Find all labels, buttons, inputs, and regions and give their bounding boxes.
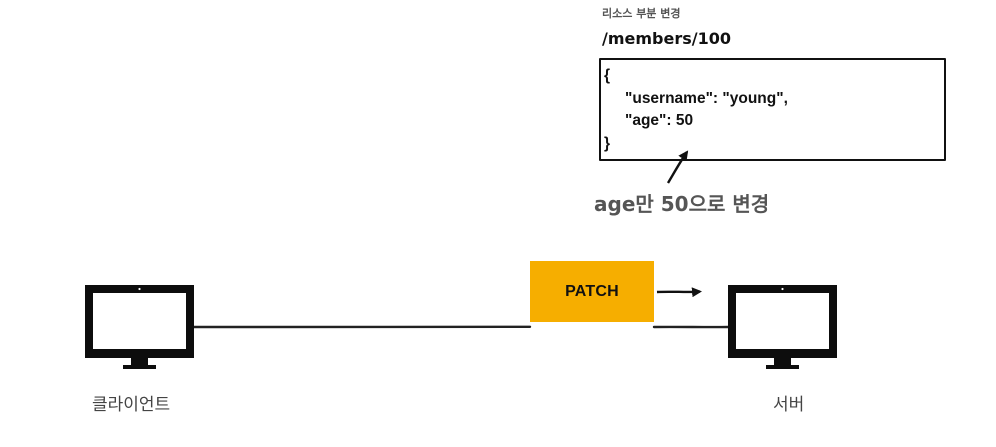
client-label: 클라이언트 [92,395,171,415]
json-close-brace: } [604,135,611,152]
request-body-box: { "username": "young", "age": 50 } [599,58,946,161]
json-username-line: "username": "young", [625,90,788,107]
method-label: PATCH [565,282,619,300]
json-age-value: 50 [675,112,694,129]
annotation-arrow [666,150,689,184]
server-computer-icon [728,285,837,369]
method-box: PATCH [530,261,654,322]
json-open-brace: { [604,67,611,84]
client-computer-icon [85,285,194,369]
resource-path: /members/100 [602,29,731,48]
section-label: 리소스 부분 변경 [602,7,681,20]
json-age-line: "age": 50 [625,111,693,130]
annotation-text: age만 50으로 변경 [594,192,770,216]
json-age-key: "age": [625,112,676,129]
server-label: 서버 [773,395,805,415]
